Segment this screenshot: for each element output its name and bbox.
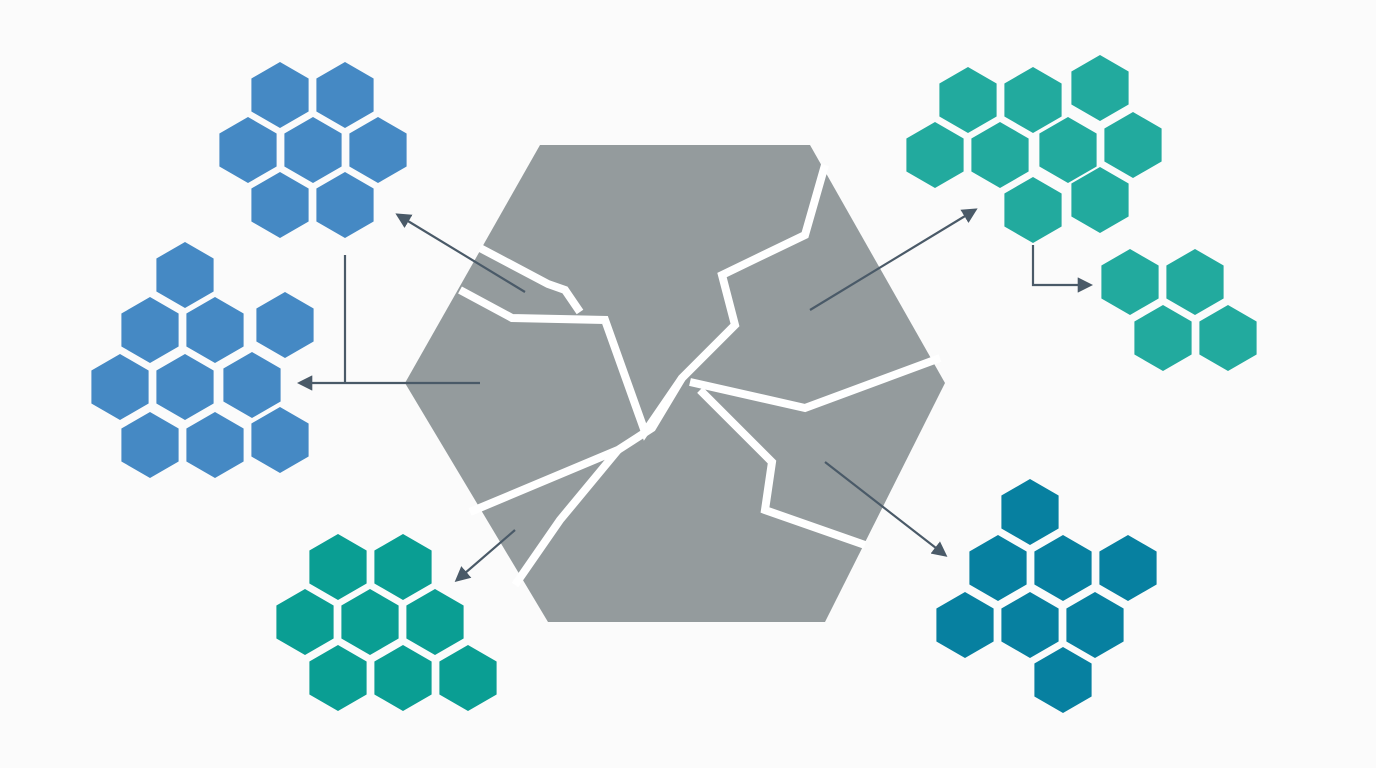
hex-cell <box>309 534 367 600</box>
hex-cluster-mid-left <box>91 242 314 478</box>
hex-cell <box>341 589 399 655</box>
hex-cluster-top-left <box>219 62 407 238</box>
hex-cell <box>1099 535 1157 601</box>
hex-cell <box>121 297 179 363</box>
hex-cell <box>276 589 334 655</box>
hex-cluster-bottom-right <box>936 479 1157 713</box>
arrow <box>809 208 978 311</box>
hex-cell <box>936 592 994 658</box>
hex-cell <box>1004 67 1062 133</box>
hex-cell <box>1166 249 1224 315</box>
crack-line <box>697 387 867 549</box>
hex-cell <box>1001 479 1059 545</box>
hex-cell <box>1039 117 1097 183</box>
hex-cell <box>223 352 281 418</box>
hex-cell <box>121 412 179 478</box>
crack-line <box>458 286 686 441</box>
hex-cell <box>186 412 244 478</box>
hex-cell <box>1071 55 1129 121</box>
hex-cell <box>1034 647 1092 713</box>
hex-cell <box>1134 305 1192 371</box>
hex-cell <box>439 645 497 711</box>
hex-cell <box>374 645 432 711</box>
crack-line <box>511 447 622 588</box>
hex-cell <box>374 534 432 600</box>
clusters-group <box>91 55 1257 713</box>
hex-cell <box>906 122 964 188</box>
hex-cell <box>251 62 309 128</box>
hex-cell <box>219 117 277 183</box>
hex-cell <box>1004 177 1062 243</box>
core-hexagon-group <box>405 145 945 622</box>
crack-line <box>468 163 829 516</box>
hex-cell <box>349 117 407 183</box>
hex-cell <box>406 589 464 655</box>
hex-cluster-bottom-left <box>276 534 497 711</box>
hex-cell <box>1104 112 1162 178</box>
hex-cell <box>284 117 342 183</box>
arrow <box>1031 245 1094 293</box>
hex-cell <box>971 122 1029 188</box>
hex-cell <box>91 354 149 420</box>
hex-cell <box>186 297 244 363</box>
hex-cell <box>939 67 997 133</box>
arrow <box>454 529 516 583</box>
hex-cell <box>156 354 214 420</box>
arrows-group <box>296 208 1094 583</box>
hex-cell <box>1066 592 1124 658</box>
hex-cluster-top-right <box>906 55 1162 243</box>
hex-cell <box>1071 167 1129 233</box>
crack-line <box>478 244 584 315</box>
hex-cell <box>251 172 309 238</box>
hex-cell <box>1101 249 1159 315</box>
hex-cell <box>969 535 1027 601</box>
crack-line <box>689 354 942 413</box>
hex-cell <box>316 172 374 238</box>
hex-cell <box>309 645 367 711</box>
arrow <box>395 213 526 293</box>
arrow <box>824 461 948 557</box>
hex-cell <box>1034 535 1092 601</box>
hex-cell <box>1001 592 1059 658</box>
hex-cell <box>156 242 214 308</box>
hex-cell <box>256 292 314 358</box>
hex-cluster-right-small <box>1101 249 1257 371</box>
hex-cell <box>1199 305 1257 371</box>
hex-cell <box>316 62 374 128</box>
hex-cell <box>251 407 309 473</box>
